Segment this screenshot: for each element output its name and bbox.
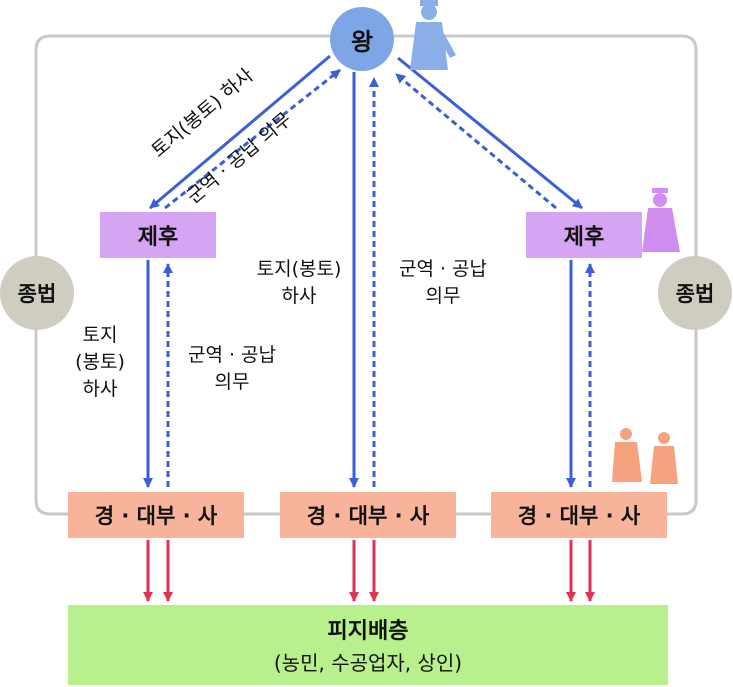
arrow-lord-left-to-king (164, 68, 341, 210)
label-left-grant-line2: (봉토) (75, 351, 125, 373)
label-center-duty-line1: 군역 · 공납 (398, 258, 488, 280)
arrow-king-to-lord-left (149, 54, 331, 210)
king-label: 왕 (350, 27, 374, 56)
label-center-duty: 군역 · 공납 의무 (378, 256, 508, 310)
clan-label-left: 종법 (17, 282, 57, 306)
label-center-duty-line2: 의무 (425, 285, 461, 307)
noble-node-2: 경 · 대부 · 사 (280, 492, 456, 538)
label-left-grant-line3: 하사 (82, 378, 118, 400)
lord-label-right: 제후 (563, 225, 605, 250)
lord-node-right: 제후 (526, 212, 642, 258)
label-left-duty-line2: 의무 (214, 371, 250, 393)
clan-frame (34, 34, 698, 516)
label-center-grant-line2: 하사 (281, 285, 317, 307)
king-node: 왕 (330, 7, 394, 71)
lord-node-left: 제후 (100, 212, 216, 258)
noble-label-3: 경 · 대부 · 사 (517, 504, 641, 528)
label-left-duty-line1: 군역 · 공납 (187, 344, 277, 366)
lord-label-left: 제후 (137, 225, 179, 250)
noble-node-1: 경 · 대부 · 사 (68, 492, 244, 538)
subjects-title: 피지배층 (327, 619, 409, 644)
arrow-lord-right-to-king (395, 72, 557, 210)
label-center-grant-line1: 토지(봉토) (256, 258, 342, 280)
label-left-grant-line1: 토지 (82, 324, 118, 346)
clan-node-right: 종법 (658, 256, 732, 330)
label-center-grant: 토지(봉토) 하사 (244, 256, 354, 310)
noble-label-1: 경 · 대부 · 사 (94, 504, 218, 528)
lord-figure-icon (642, 188, 680, 252)
noble-label-2: 경 · 대부 · 사 (306, 504, 430, 528)
label-left-grant: 토지 (봉토) 하사 (62, 322, 138, 403)
king-figure-icon (410, 0, 456, 70)
label-left-duty: 군역 · 공납 의무 (168, 342, 296, 396)
subjects-box: 피지배층 (농민, 수공업자, 상인) (68, 605, 668, 685)
clan-label-right: 종법 (675, 282, 715, 306)
clan-node-left: 종법 (0, 256, 74, 330)
subjects-subtitle: (농민, 수공업자, 상인) (273, 651, 463, 675)
noble-figures-icon (612, 428, 678, 484)
noble-node-3: 경 · 대부 · 사 (491, 492, 667, 538)
arrow-king-to-lord-right (397, 56, 583, 210)
